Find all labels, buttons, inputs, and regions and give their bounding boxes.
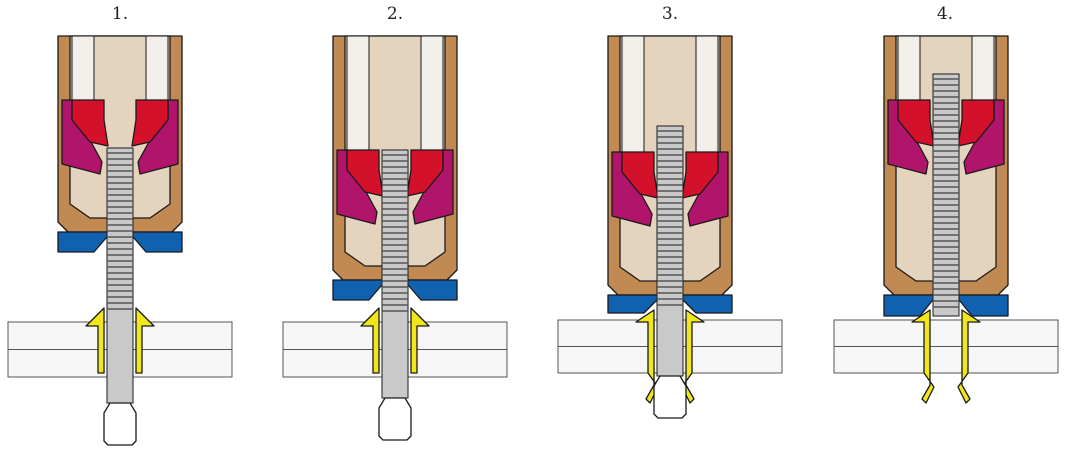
step-4-figure [833,35,1059,404]
mandrel-stem [381,149,409,399]
step-2-figure [282,35,508,441]
nosepiece [332,279,458,301]
pusher-left [897,35,921,101]
step-3-figure [557,35,783,419]
step-2-label: 2. [386,4,404,24]
mandrel-head [103,402,137,446]
nosepiece [607,294,733,314]
step-4-label: 4. [936,4,954,24]
pusher-right [420,35,444,151]
mandrel-stem [932,73,960,317]
pusher-right [145,35,169,101]
jaw-inner-left [71,99,109,147]
pusher-right [695,35,719,153]
pusher-left [346,35,370,151]
pusher-right [971,35,995,101]
rivet-right-flared [681,309,705,404]
rivet-right [135,307,155,374]
jaw-inner-right [131,99,169,147]
rivet-right-flared [957,309,981,404]
nosepiece [57,231,183,253]
rivet-left [85,307,105,374]
mandrel-head [653,375,687,419]
rivet-left-flared [635,309,659,404]
step-3-label: 3. [661,4,679,24]
rivet-right [410,307,430,374]
step-1-label: 1. [111,4,129,24]
mandrel-stem [106,147,134,404]
rivet-left [360,307,380,374]
step-1-figure [7,35,233,446]
nosepiece [883,294,1009,317]
pusher-left [71,35,95,101]
mandrel-head [378,397,412,441]
rivet-left-flared [911,309,935,404]
pusher-left [621,35,645,153]
